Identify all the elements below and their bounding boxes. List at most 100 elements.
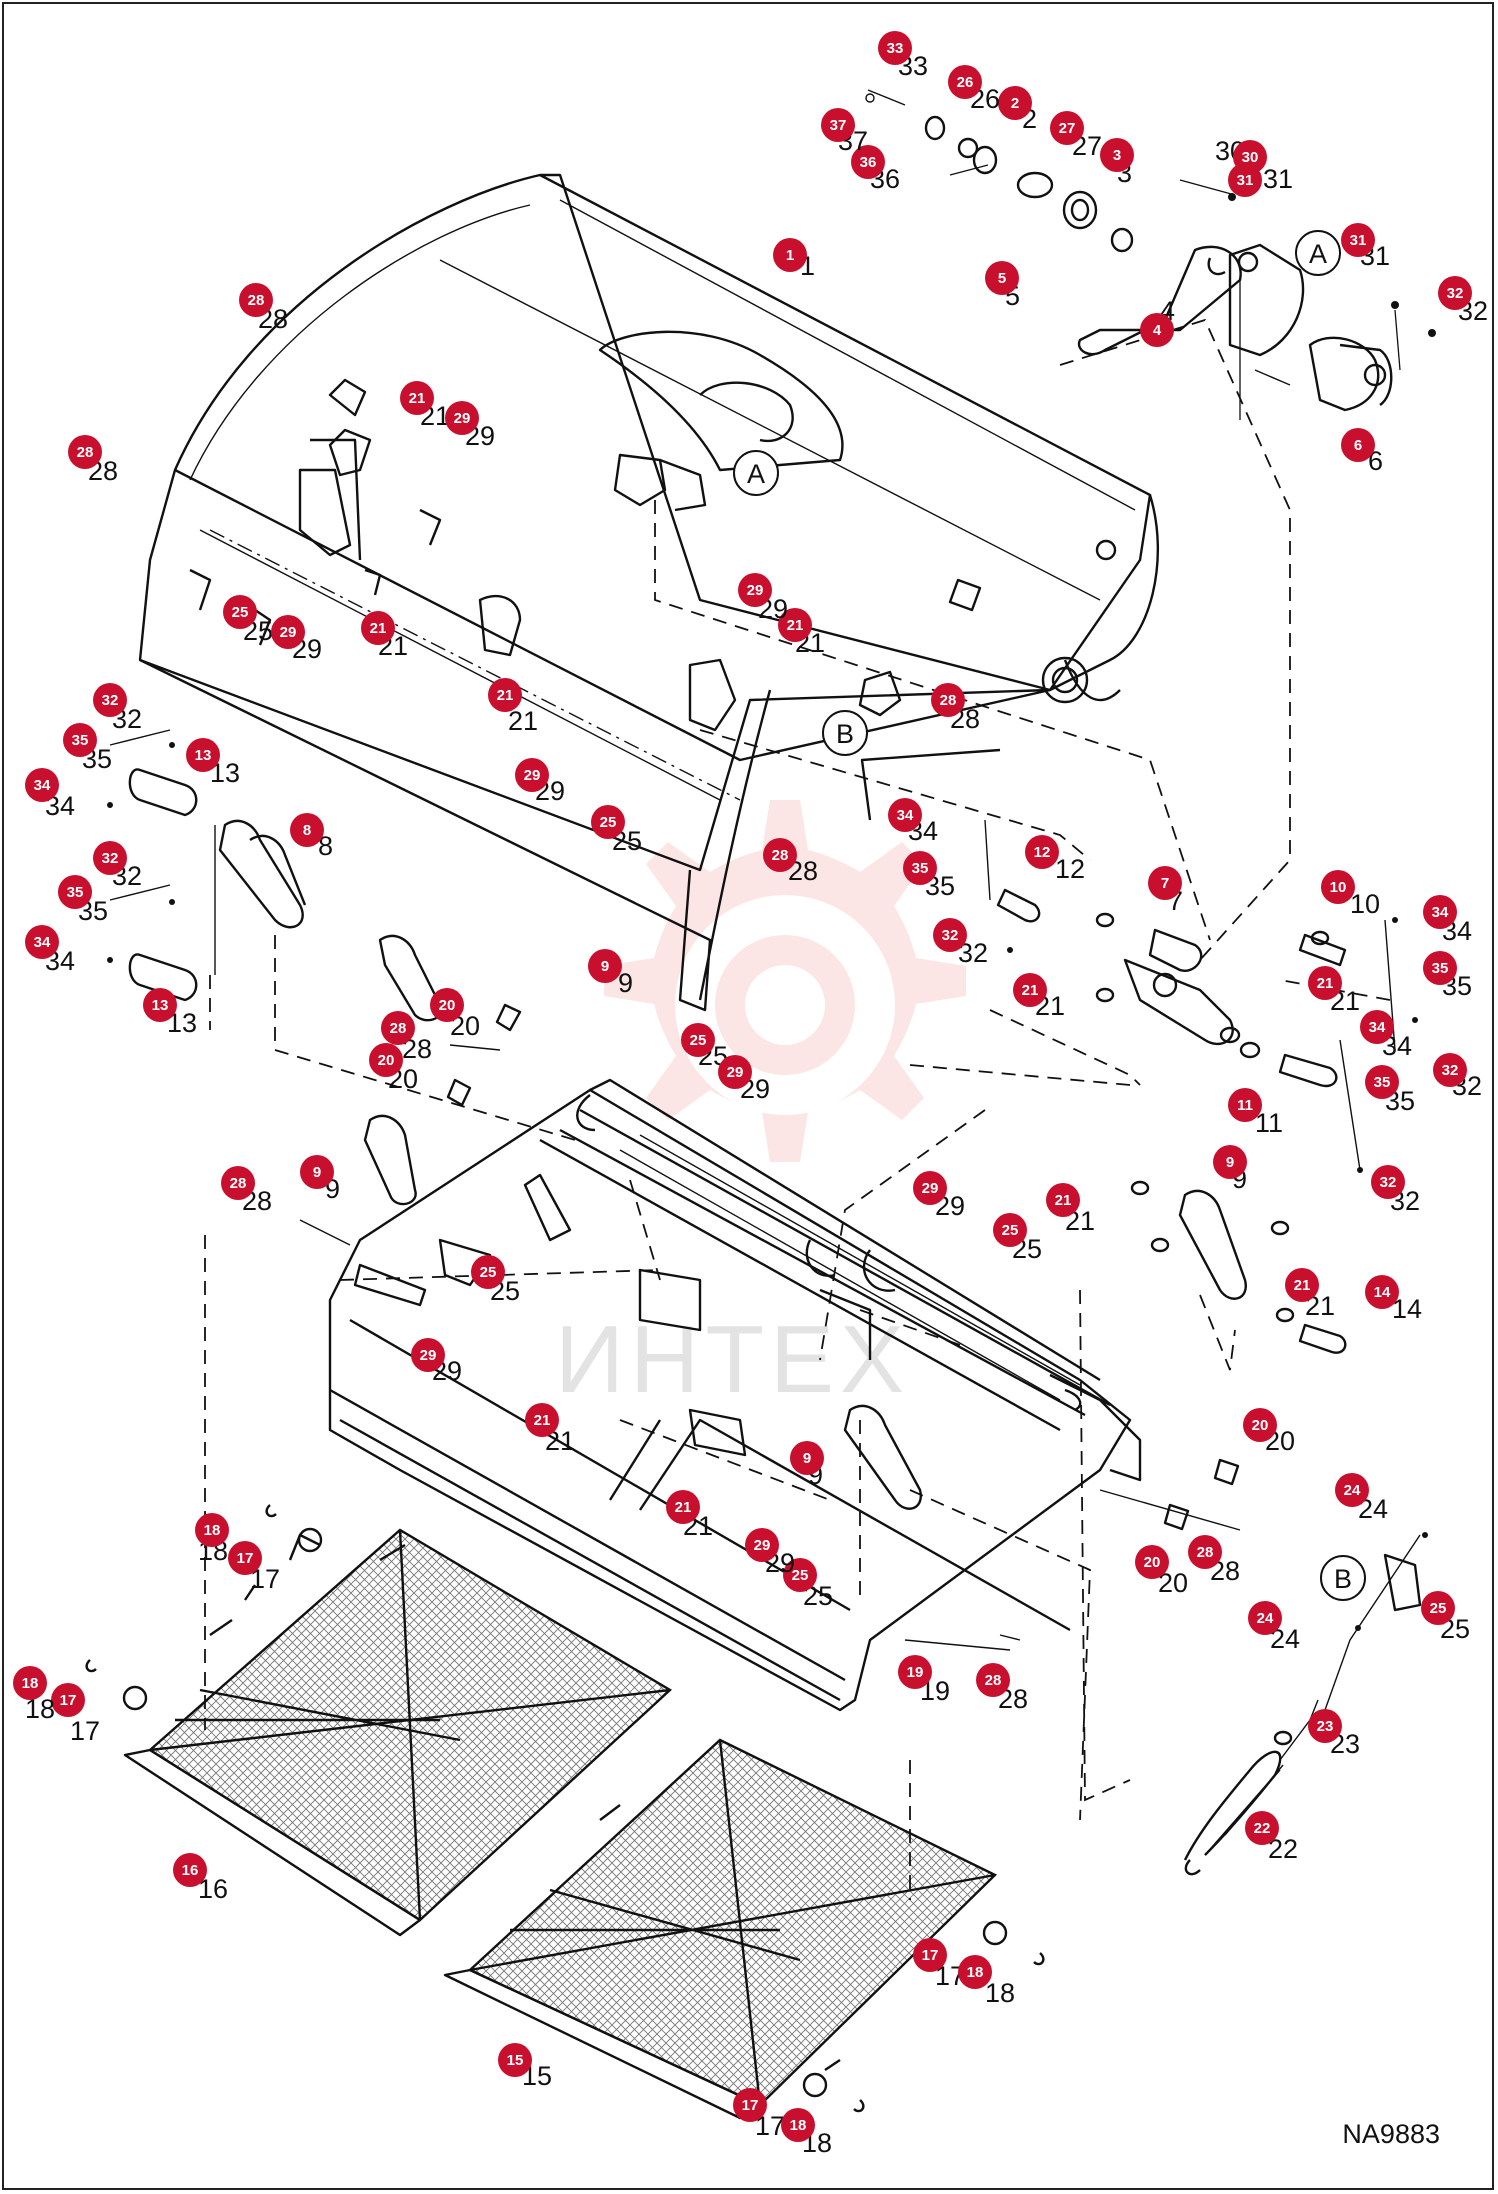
part-number-badge: 17 <box>913 1938 947 1972</box>
part-number-badge-text: 21 <box>1317 975 1334 992</box>
part-number-badge-text: 21 <box>370 620 387 637</box>
part-number-badge: 28 <box>68 435 102 469</box>
spring-assembly <box>1183 1532 1428 1876</box>
part-number-badge-text: 7 <box>1161 875 1169 892</box>
part-number-badge-text: 28 <box>390 1020 407 1037</box>
part-number-badge-text: 28 <box>985 1672 1002 1689</box>
part-number-badge: 29 <box>515 758 549 792</box>
part-number-badge-text: 17 <box>922 1947 939 1964</box>
part-number-badge-text: 25 <box>480 1264 497 1281</box>
part-number-badge-text: 32 <box>1380 1174 1397 1191</box>
part-number-badge-text: 10 <box>1330 879 1347 896</box>
part-number-badge: 34 <box>1423 895 1457 929</box>
part-number-badge: 13 <box>186 738 220 772</box>
part-number-badge-text: 28 <box>77 444 94 461</box>
part-number-badge: 21 <box>525 1403 559 1437</box>
part-number-badge: 32 <box>1371 1165 1405 1199</box>
part-number-badge: 32 <box>933 918 967 952</box>
part-number-badge: 31 <box>1228 163 1262 197</box>
part-number-badge-text: 17 <box>60 1692 77 1709</box>
part-number-badge-text: 32 <box>1442 1062 1459 1079</box>
part-number-badge-text: 31 <box>1350 232 1367 249</box>
part-number-badge: 25 <box>591 805 625 839</box>
part-number-badge: 24 <box>1335 1473 1369 1507</box>
part-number-badge-text: 11 <box>1237 1097 1253 1114</box>
right-linkage <box>984 819 1418 1354</box>
part-number-badge-text: 18 <box>22 1675 39 1692</box>
part-number-badge: 21 <box>1013 973 1047 1007</box>
part-number-badge-text: 29 <box>420 1347 437 1364</box>
part-number-badge: 37 <box>821 108 855 142</box>
part-number-badge: 9 <box>588 949 622 983</box>
part-number-badge-text: 12 <box>1034 844 1051 861</box>
part-number-badge-text: 21 <box>1294 1277 1311 1294</box>
part-number-badge-text: 29 <box>454 410 471 427</box>
part-number-badge: 34 <box>25 768 59 802</box>
part-number-text: 9 <box>618 968 633 998</box>
part-number-badge: 21 <box>361 611 395 645</box>
part-number-text: 17 <box>70 1716 100 1746</box>
part-number-badge-text: 34 <box>897 807 914 824</box>
part-number-badge-text: 32 <box>942 927 959 944</box>
part-number-badge: 21 <box>400 381 434 415</box>
part-number-text: 10 <box>1350 889 1380 919</box>
part-number-badge-text: 21 <box>534 1412 551 1429</box>
part-number-badge-text: 35 <box>72 732 89 749</box>
part-number-badge: 29 <box>745 1528 779 1562</box>
part-number-badge-text: 26 <box>957 74 974 91</box>
part-number-badge: 32 <box>93 841 127 875</box>
part-number-badge: 29 <box>738 573 772 607</box>
part-number-badge-text: 28 <box>248 292 265 309</box>
part-number-badge: 20 <box>1135 1545 1169 1579</box>
part-number-badge-text: 2 <box>1011 95 1019 112</box>
part-number-badge-text: 17 <box>237 1550 254 1567</box>
part-number-badge: 28 <box>931 683 965 717</box>
part-number-badge-text: 5 <box>998 270 1006 287</box>
part-number-badge: 21 <box>488 678 522 712</box>
part-number-badge-text: 9 <box>1226 1154 1234 1171</box>
part-number-badge: 35 <box>903 851 937 885</box>
part-number-badge-text: 25 <box>232 604 249 621</box>
part-number-badge-text: 34 <box>34 934 51 951</box>
part-number-text: 21 <box>508 706 538 736</box>
part-number-badge-text: 13 <box>195 747 212 764</box>
drawing-number: NA9883 <box>1342 2119 1440 2149</box>
part-number-badge: 9 <box>790 1441 824 1475</box>
part-number-badge: 33 <box>878 31 912 65</box>
part-number-badge-text: 32 <box>102 692 119 709</box>
part-number-badge-text: 35 <box>67 884 84 901</box>
part-number-badge-text: 21 <box>1055 1192 1072 1209</box>
part-number-badge: 15 <box>498 2043 532 2077</box>
part-number-badge-text: 21 <box>1022 982 1039 999</box>
view-callout-b-lower: B <box>1320 1555 1366 1601</box>
part-number-badge-text: 37 <box>830 117 847 134</box>
part-number-text: 18 <box>985 1978 1015 2008</box>
part-number-badge-text: 29 <box>727 1064 744 1081</box>
part-number-badge: 5 <box>985 261 1019 295</box>
part-number-badge: 29 <box>913 1171 947 1205</box>
part-number-text: 31 <box>1263 164 1293 194</box>
part-number-badge: 32 <box>93 683 127 717</box>
part-number-badge: 18 <box>195 1513 229 1547</box>
part-number-badge-text: 29 <box>747 582 764 599</box>
part-number-badge: 18 <box>13 1666 47 1700</box>
part-number-badge-text: 34 <box>1369 1019 1386 1036</box>
part-number-badge-text: 20 <box>439 997 456 1014</box>
part-number-badge: 27 <box>1050 111 1084 145</box>
part-number-badge: 35 <box>63 723 97 757</box>
part-number-badge-text: 21 <box>675 1499 692 1516</box>
part-number-badge-text: 20 <box>378 1052 395 1069</box>
part-number-badge-text: 29 <box>280 624 297 641</box>
part-number-badge: 17 <box>228 1541 262 1575</box>
part-number-badge: 16 <box>173 1853 207 1887</box>
part-number-badge-text: 29 <box>524 767 541 784</box>
part-number-badge: 25 <box>783 1558 817 1592</box>
part-number-badge: 21 <box>666 1490 700 1524</box>
part-number-badge-text: 25 <box>600 814 617 831</box>
part-number-badge-text: 25 <box>690 1032 707 1049</box>
part-number-badge: 20 <box>369 1043 403 1077</box>
part-number-badge-text: 21 <box>409 390 426 407</box>
part-number-badge: 21 <box>1285 1268 1319 1302</box>
part-number-badge-text: 30 <box>1242 149 1259 166</box>
